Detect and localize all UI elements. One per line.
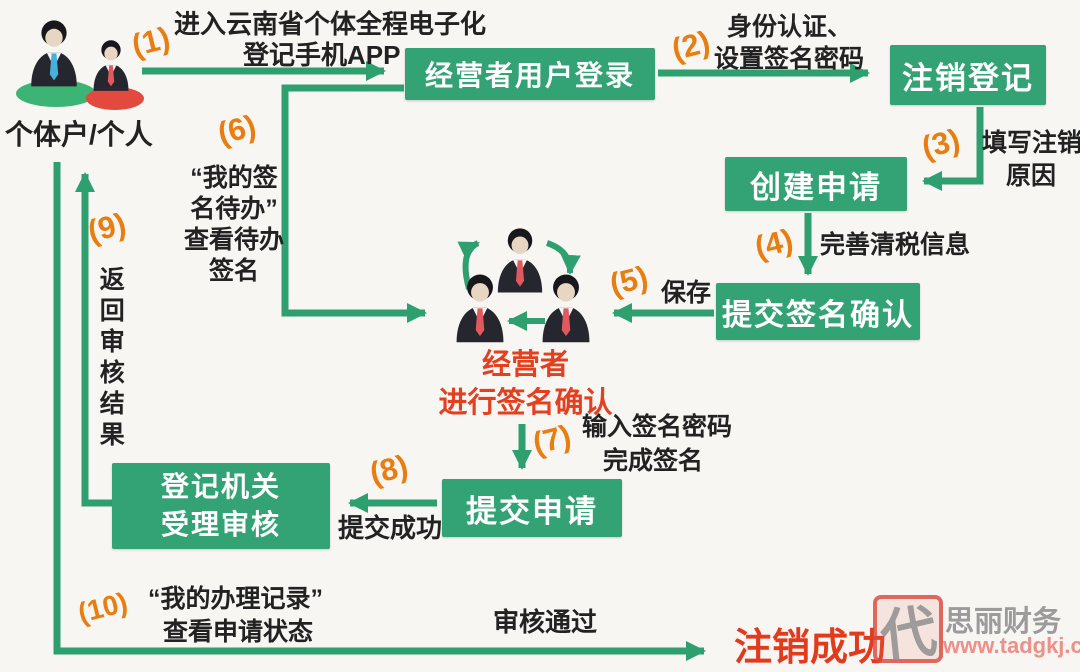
step8-label: 提交成功 [338, 513, 443, 543]
step2-label-line1: 身份认证、 [727, 13, 853, 41]
person-icon-center-top [497, 228, 543, 293]
person-icon-large [31, 20, 77, 87]
arrow-step6 [281, 84, 427, 323]
box-operator-login: 经营者用户登录 [405, 48, 655, 100]
step10-label-line1: “我的办理记录” [148, 585, 324, 613]
box-cancel-registration: 注销登记 [890, 45, 1046, 105]
watermark-brand: 思丽财务 [945, 606, 1062, 638]
step1-label-line2: 登记手机APP [243, 40, 401, 70]
box-submit-application: 提交申请 [442, 479, 622, 537]
step6-label-line2: 名待办” [190, 195, 278, 223]
step5-label: 保存 [661, 279, 712, 307]
arrow-step10-success [53, 162, 706, 661]
cycle-arrow-down [545, 240, 581, 275]
box-create-application: 创建申请 [725, 157, 907, 211]
authority-label-line2: 受理审核 [160, 509, 281, 540]
step7-label-line2: 完成签名 [603, 447, 704, 475]
step6-label-line3: 查看待办 [183, 226, 284, 254]
person-icon-center-right [542, 274, 590, 343]
step3-label-line2: 原因 [1006, 162, 1057, 190]
watermark-seal: 代 [873, 595, 943, 667]
step1-label-line1: 进入云南省个体全程电子化 [174, 9, 487, 39]
authority-label-line1: 登记机关 [160, 471, 281, 503]
step7-label-line1: 输入签名密码 [582, 413, 733, 441]
red-base-ellipse [86, 87, 144, 110]
arrow-step3 [922, 107, 984, 191]
step4-label: 完善清税信息 [820, 231, 971, 259]
cycle-arrow-up [457, 240, 480, 290]
step6-label-line4: 签名 [208, 257, 259, 285]
center-actor-label-line1: 经营者 [481, 349, 569, 381]
arrow-step9 [75, 172, 112, 507]
step3-label-line1: 填写注销 [982, 129, 1080, 157]
step10-label-line2: 查看申请状态 [163, 618, 314, 646]
watermark-seal-glyph: 代 [877, 598, 940, 668]
center-actor-label-line2: 进行签名确认 [438, 387, 613, 420]
box-authority-review: 登记机关 受理审核 [112, 463, 330, 549]
step6-label: “我的签 名待办” 查看待办 签名 [166, 163, 302, 287]
center-actor-label: 经营者 进行签名确认 [428, 346, 623, 423]
person-icon-small [93, 40, 129, 91]
step9-label: 返回审核结果 [96, 266, 125, 452]
step2-label-line2: 设置签名密码 [714, 45, 865, 73]
watermark-url: www.tadgkj.com [943, 633, 1080, 658]
review-passed-label: 审核通过 [493, 607, 598, 637]
start-actor-label: 个体户/个人 [5, 119, 153, 150]
person-icon-center-left [456, 274, 504, 343]
box-submit-signature: 提交签名确认 [716, 283, 920, 340]
step6-label-line1: “我的签 [190, 164, 278, 192]
success-label: 注销成功 [734, 627, 887, 669]
